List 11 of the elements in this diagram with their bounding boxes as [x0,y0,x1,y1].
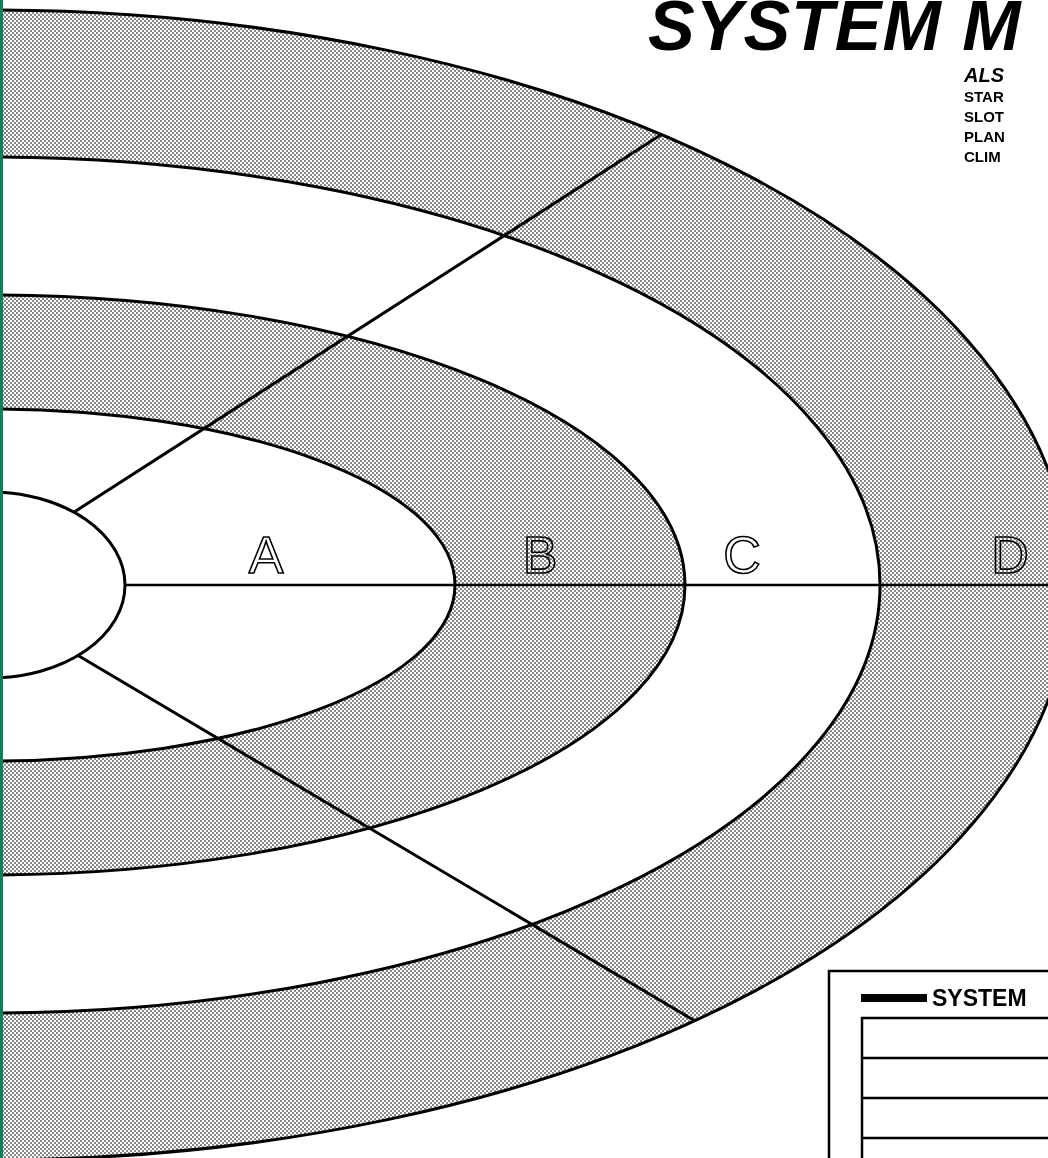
zone-letter: A [248,527,284,585]
table-heading: SYSTEM [932,986,1027,1012]
zone-letter: D [991,527,1029,585]
subheading: ALS [964,64,1004,86]
field-label: CLIM [964,149,1001,166]
zone-letter: B [522,527,558,585]
title: SYSTEM M [648,0,1022,66]
zone-letter: C [723,527,761,585]
field-label: STAR [964,89,1004,106]
field-label: SLOT [964,109,1004,126]
field-label: PLAN [964,129,1005,146]
